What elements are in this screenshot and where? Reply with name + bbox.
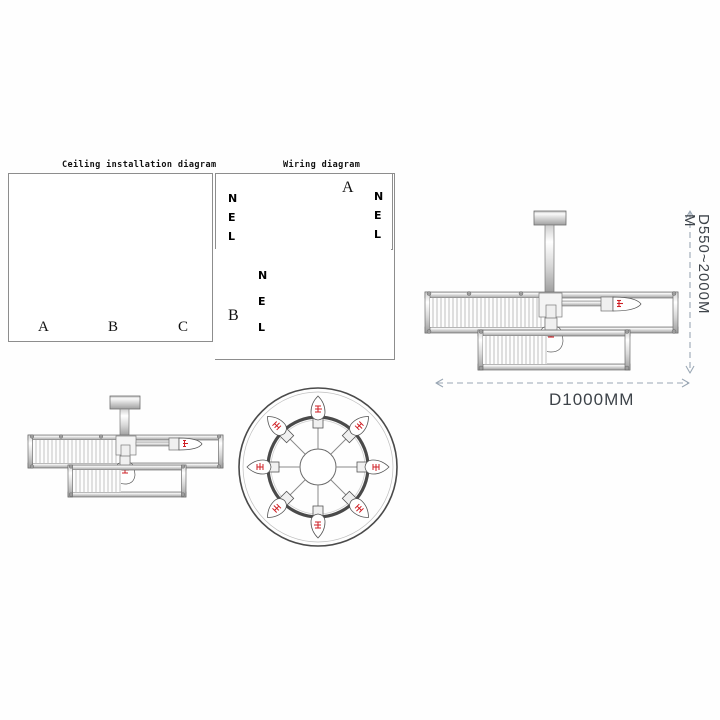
wiring-panel-label-b: B [228,307,239,324]
wiring-panel-b [215,249,391,359]
ceiling-panel-b [76,174,145,339]
product-side-view-right [424,210,679,371]
ceiling-installation-box [8,173,213,342]
wiring-wire-label-l: L [258,321,266,334]
wiring-terminal-left-e: E [228,211,236,224]
wiring-terminal-left-l: L [228,230,236,243]
ceiling-panel-c [144,174,210,339]
wiring-terminal-left-n: N [228,192,238,205]
product-top-view [238,387,398,547]
ceiling-panel-a [9,174,77,339]
ceiling-panel-label-c: C [178,319,189,335]
wiring-panel-a [215,173,393,250]
dimension-height-label-overflow: M [681,214,698,228]
wiring-wire-label-e: E [258,295,266,308]
flame-accent-left-arm [183,440,188,447]
ceiling-panel-label-b: B [108,319,119,335]
lamp-arms-plan [246,395,390,539]
wiring-diagram-title: Wiring diagram [283,160,361,170]
wiring-wire-label-n: N [258,269,268,282]
ceiling-installation-title: Ceiling installation diagram [62,160,217,170]
product-side-view-left [27,395,224,498]
wiring-diagram-box [215,173,395,360]
wiring-terminal-right-l: L [374,228,382,241]
ceiling-panel-label-a: A [38,319,49,335]
wiring-panel-label-a: A [342,179,354,196]
wiring-terminal-right-e: E [374,209,382,222]
dimension-lines-right [435,210,695,388]
dimension-height-label: D550~2000M [695,214,712,315]
flame-accent-right [617,299,623,308]
wiring-terminal-right-n: N [374,190,384,203]
dimension-width-label: D1000MM [549,390,635,409]
